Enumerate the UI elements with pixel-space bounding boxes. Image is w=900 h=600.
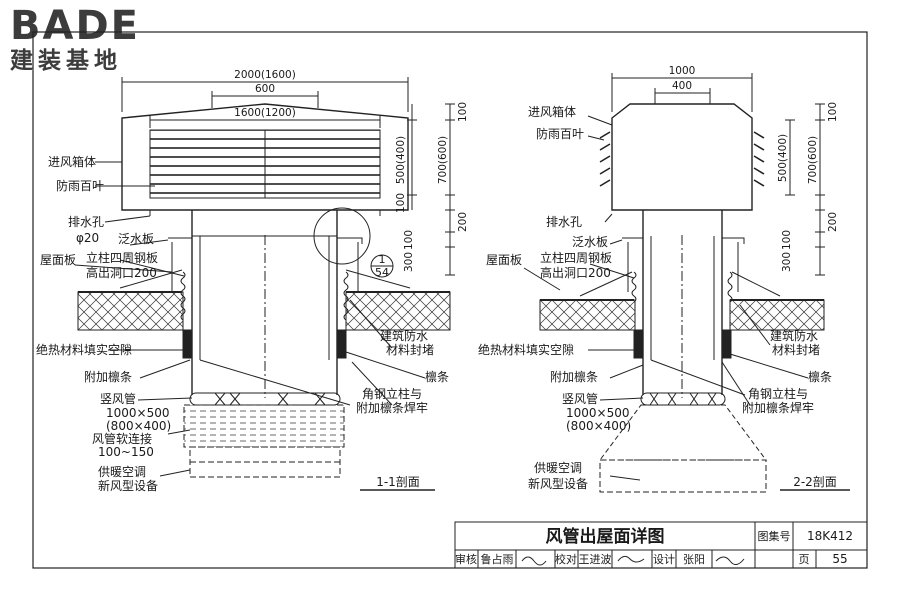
label2-equip2: 新风型设备 bbox=[528, 476, 588, 491]
label2-duct: 竖风管 bbox=[562, 391, 598, 406]
label-equip2: 新风型设备 bbox=[98, 478, 158, 493]
section-2-2-labels: 1000 400 100 500(400) 700(600) 200 100 3… bbox=[478, 65, 839, 491]
label-roof: 屋面板 bbox=[40, 253, 76, 267]
dim-r500: 500(400) bbox=[395, 136, 407, 184]
dim-r300: 300 bbox=[403, 252, 415, 272]
checker-name: 王进波 bbox=[579, 553, 612, 566]
label-soft2: 100~150 bbox=[98, 445, 154, 459]
section-2-2 bbox=[523, 73, 850, 493]
label2-box: 进风箱体 bbox=[528, 104, 576, 119]
label-louver: 防雨百叶 bbox=[56, 178, 104, 193]
dim2-r500: 500(400) bbox=[777, 134, 789, 182]
label2-flashing: 泛水板 bbox=[572, 235, 608, 249]
label-seal2: 材料封堵 bbox=[386, 343, 434, 357]
sheet-border bbox=[32, 31, 868, 569]
design-label: 设计 bbox=[653, 553, 675, 566]
dim2-r700: 700(600) bbox=[807, 136, 819, 184]
designer-name: 张阳 bbox=[683, 553, 705, 566]
dim-r700: 700(600) bbox=[437, 136, 449, 184]
detail-num: 1 bbox=[379, 253, 386, 266]
page-label: 页 bbox=[799, 553, 810, 566]
logo-brand: BADE bbox=[10, 3, 140, 49]
label-duct-size2: (800×400) bbox=[106, 419, 171, 433]
review-label: 审核 bbox=[455, 552, 477, 566]
dim-top-outer: 2000(1600) bbox=[234, 69, 296, 81]
label-flashing: 泛水板 bbox=[118, 232, 154, 246]
section-1-1 bbox=[74, 77, 455, 491]
label2-duct-size2: (800×400) bbox=[566, 419, 631, 433]
label-duct-size1: 1000×500 bbox=[106, 406, 170, 420]
dim2-r100b: 100 bbox=[781, 230, 793, 250]
label2-steel1: 立柱四周钢板 bbox=[540, 250, 612, 265]
detail-sheet: 54 bbox=[375, 266, 389, 279]
label2-seal1: 建筑防水 bbox=[770, 328, 818, 343]
label2-angle2: 附加檩条焊牢 bbox=[742, 400, 814, 415]
dim-r100: 100 bbox=[457, 102, 469, 122]
dim-inner: 1600(1200) bbox=[234, 107, 296, 119]
dim-r100b: 100 bbox=[395, 193, 407, 213]
page-number: 55 bbox=[832, 552, 847, 566]
dim2-r300: 300 bbox=[781, 252, 793, 272]
reviewer-name: 鲁占雨 bbox=[481, 552, 514, 566]
label-steel2: 高出洞口200 bbox=[86, 265, 157, 280]
logo: BADE 建装基地 bbox=[10, 6, 180, 76]
label2-seal2: 材料封堵 bbox=[772, 343, 820, 357]
label-drain-dia: φ20 bbox=[76, 231, 99, 245]
section-title-2-2: 2-2剖面 bbox=[793, 475, 837, 489]
label-purlin: 檩条 bbox=[425, 369, 449, 384]
label-seal1: 建筑防水 bbox=[380, 328, 428, 343]
dim-1000: 1000 bbox=[669, 65, 696, 77]
dim2-r100: 100 bbox=[827, 102, 839, 122]
label2-equip1: 供暖空调 bbox=[534, 461, 582, 475]
label2-duct-size1: 1000×500 bbox=[566, 406, 630, 420]
label-steel1: 立柱四周钢板 bbox=[86, 250, 158, 265]
check-label: 校对 bbox=[555, 552, 577, 566]
label2-steel2: 高出洞口200 bbox=[540, 265, 611, 280]
dim-top-600: 600 bbox=[255, 83, 275, 95]
section-1-1-labels: 2000(1600) 600 1600(1200) 100 500(400) 7… bbox=[36, 69, 469, 493]
dim-r100c: 100 bbox=[403, 230, 415, 250]
title-block-text: 风管出屋面详图 图集号 18K412 审核 鲁占雨 校对 王进波 设计 张阳 页… bbox=[455, 526, 853, 566]
logo-subtitle: 建装基地 bbox=[10, 48, 122, 74]
label-drain: 排水孔 bbox=[68, 215, 104, 229]
dim-400: 400 bbox=[672, 80, 692, 92]
label2-angle1: 角钢立柱与 bbox=[748, 386, 808, 401]
atlas-label: 图集号 bbox=[758, 529, 791, 543]
label-angle2: 附加檩条焊牢 bbox=[356, 400, 428, 415]
label-soft1: 风管软连接 bbox=[92, 431, 152, 446]
label2-roof: 屋面板 bbox=[486, 253, 522, 267]
label2-louver: 防雨百叶 bbox=[536, 126, 584, 141]
label-duct: 竖风管 bbox=[100, 391, 136, 406]
label-box: 进风箱体 bbox=[48, 154, 96, 169]
title-block bbox=[454, 521, 868, 569]
label2-drain: 排水孔 bbox=[546, 215, 582, 229]
label2-insul: 绝热材料填实空隙 bbox=[478, 342, 574, 357]
section-title-1-1: 1-1剖面 bbox=[376, 475, 420, 489]
dim-r200: 200 bbox=[457, 212, 469, 232]
dim2-r200: 200 bbox=[827, 212, 839, 232]
label-equip1: 供暖空调 bbox=[98, 465, 146, 479]
label-angle1: 角钢立柱与 bbox=[362, 386, 422, 401]
label2-purlin-add: 附加檩条 bbox=[550, 369, 598, 384]
atlas-number: 18K412 bbox=[807, 529, 853, 543]
label-insul: 绝热材料填实空隙 bbox=[36, 342, 132, 357]
label-purlin-add: 附加檩条 bbox=[84, 369, 132, 384]
label2-purlin: 檩条 bbox=[808, 369, 832, 384]
drawing-title: 风管出屋面详图 bbox=[546, 526, 665, 547]
